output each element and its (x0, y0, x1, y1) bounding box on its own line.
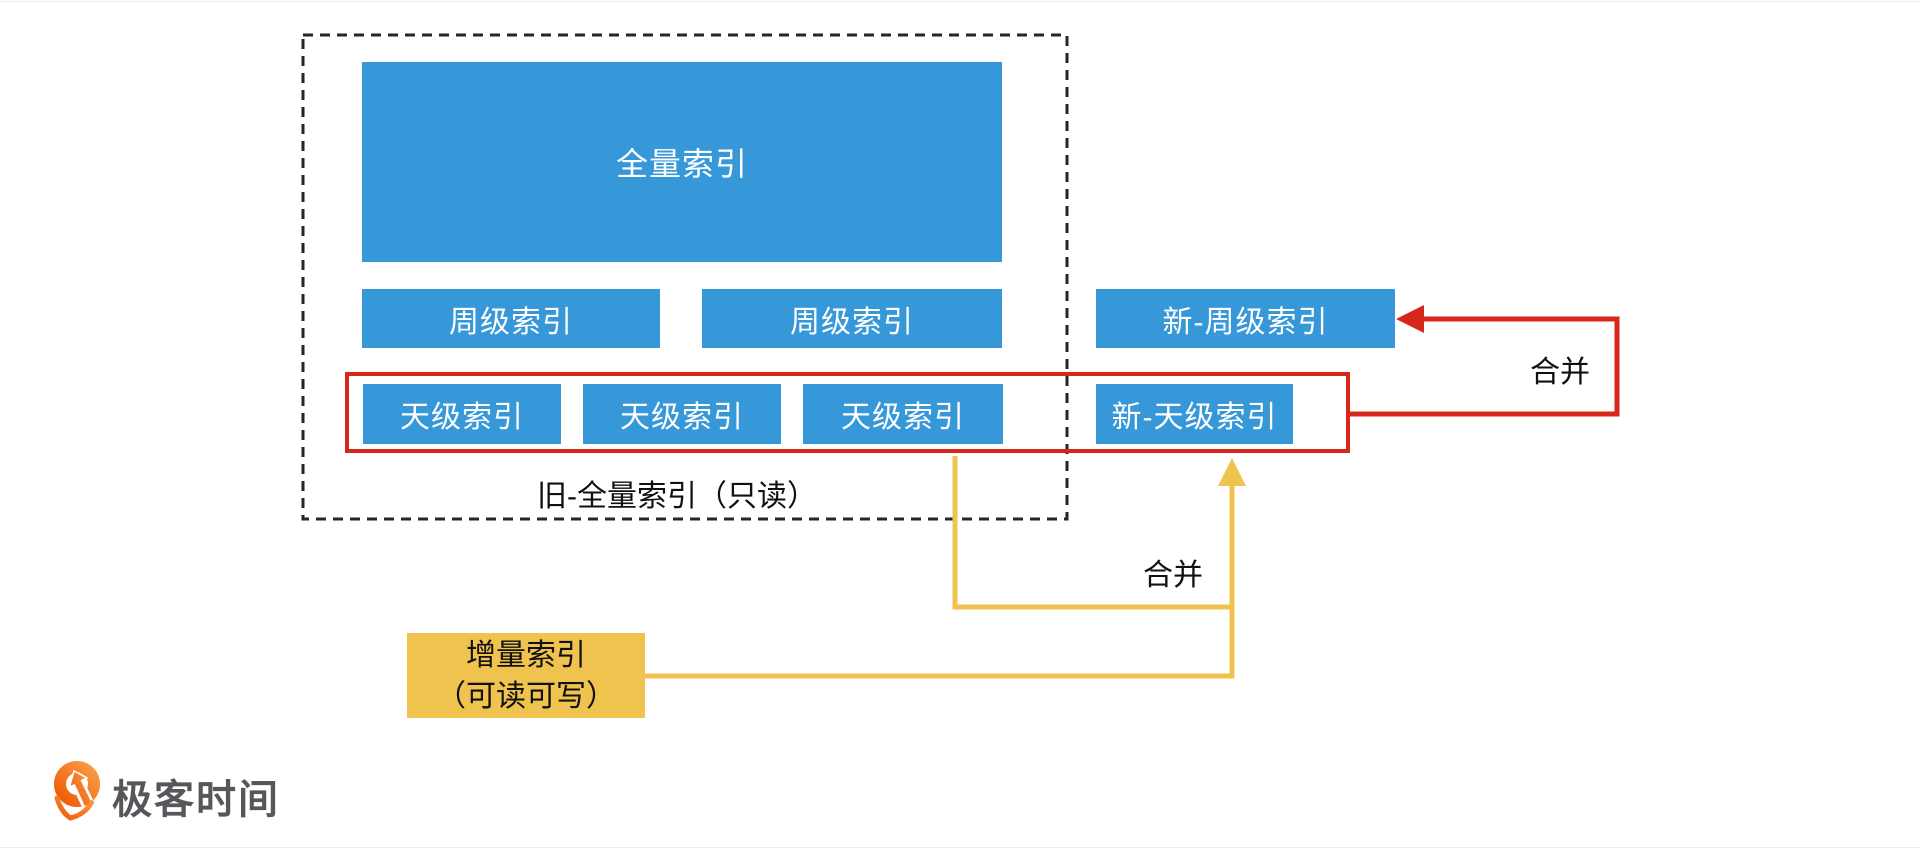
new-week-index-label: 新-周级索引 (1162, 305, 1329, 339)
new-day-index-label: 新-天级索引 (1111, 401, 1278, 434)
day-index-label: 天级索引 (620, 401, 744, 434)
day-level-highlight-rect (345, 372, 1350, 453)
geektime-brand-text: 极客时间 (112, 778, 280, 822)
week-index-label: 周级索引 (790, 305, 914, 339)
merge-label-yellow: 合并 (1143, 559, 1203, 592)
old-full-index-caption: 旧-全量索引（只读） (537, 480, 817, 513)
geektime-logo-icon (54, 761, 100, 821)
merge-label-red: 合并 (1530, 356, 1590, 389)
incremental-index-label-line2: （可读可写） (436, 679, 616, 713)
incremental-index-box: 增量索引 （可读可写） (407, 633, 645, 718)
week-index-label: 周级索引 (449, 305, 573, 339)
day-index-label: 天级索引 (400, 401, 524, 434)
week-index-box-1: 周级索引 (362, 289, 660, 348)
yellow-merge-arrowhead-up-icon (1218, 458, 1246, 486)
full-index-box: 全量索引 (362, 62, 1002, 262)
page-bottom-border (0, 847, 1920, 848)
red-merge-arrowhead-left-icon (1396, 305, 1424, 333)
full-index-label: 全量索引 (615, 146, 748, 182)
page-top-border (0, 1, 1920, 2)
new-week-index-box: 新-周级索引 (1096, 289, 1395, 348)
day-index-label: 天级索引 (841, 401, 965, 434)
day-index-box-2: 天级索引 (583, 384, 781, 444)
new-day-index-box: 新-天级索引 (1096, 384, 1293, 444)
day-index-box-3: 天级索引 (803, 384, 1003, 444)
day-index-box-1: 天级索引 (363, 384, 561, 444)
week-index-box-2: 周级索引 (702, 289, 1002, 348)
incremental-index-label-line1: 增量索引 (466, 638, 586, 672)
